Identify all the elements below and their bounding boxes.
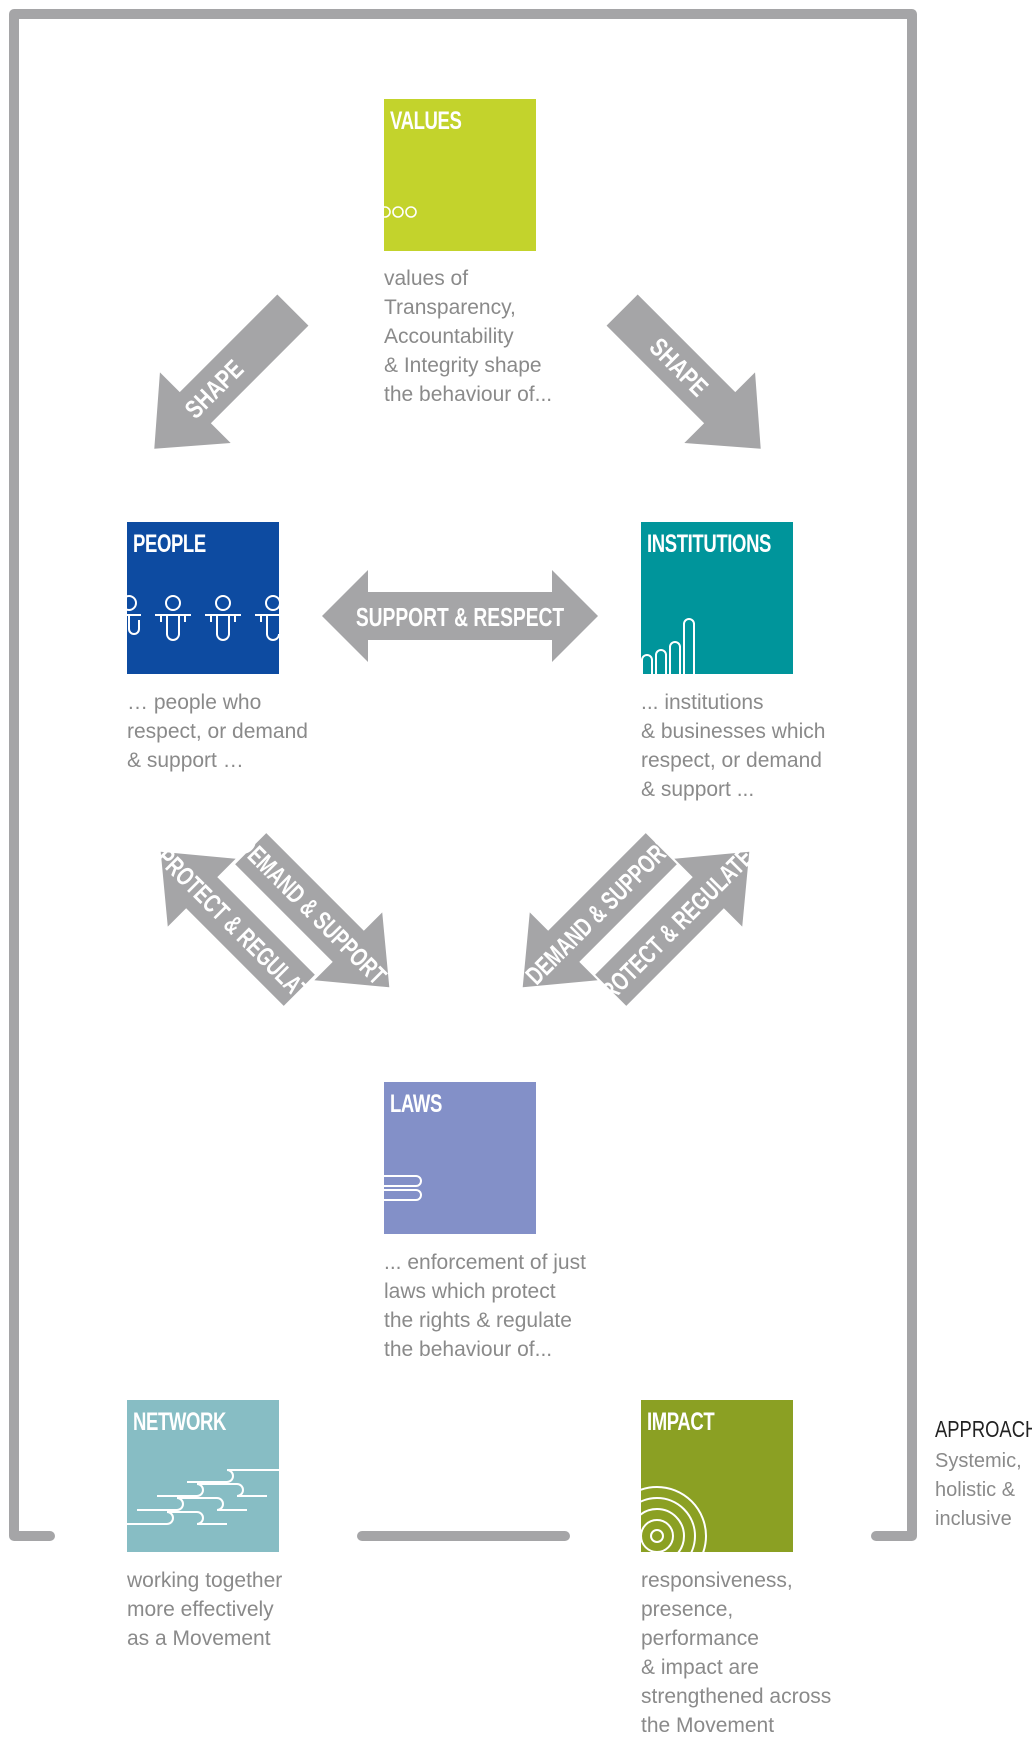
approach-block: APPROACH Systemic, holistic & inclusive (935, 1416, 1032, 1534)
impact-title: IMPACT (647, 1408, 715, 1436)
laws-box: LAWS (384, 1082, 536, 1234)
approach-text: Systemic, holistic & inclusive (935, 1450, 1022, 1530)
values-title: VALUES (390, 107, 462, 135)
network-links-icon (127, 1469, 279, 1525)
shape-arrow-right: SHAPE (606, 294, 761, 449)
shape-arrow-left: SHAPE (154, 294, 309, 449)
institutions-box: INSTITUTIONS (641, 522, 793, 674)
values-box: VALUES (384, 99, 536, 251)
values-description: values of Transparency, Accountability &… (384, 267, 553, 406)
network-title: NETWORK (133, 1408, 226, 1436)
laws-title: LAWS (390, 1090, 442, 1118)
laws-description: ... enforcement of just laws which prote… (384, 1251, 586, 1361)
network-box: NETWORK (127, 1400, 279, 1552)
laws-lines-icon (384, 1175, 422, 1201)
people-figures-icon (127, 595, 279, 641)
people-box: PEOPLE (127, 522, 279, 674)
impact-circles-icon (641, 1486, 707, 1552)
impact-description: responsiveness, presence, performance & … (641, 1569, 832, 1737)
people-title: PEOPLE (133, 530, 206, 558)
impact-box: IMPACT (641, 1400, 793, 1552)
institutions-description: ... institutions & businesses which resp… (641, 691, 826, 801)
approach-title: APPROACH (935, 1416, 1032, 1442)
frame-bracket (9, 9, 917, 1541)
support-respect-label: SUPPORT & RESPECT (356, 602, 564, 632)
values-dots-icon (384, 206, 417, 218)
institutions-title: INSTITUTIONS (647, 530, 772, 558)
people-description: … people who respect, or demand & suppor… (127, 691, 308, 772)
support-respect-arrow: SUPPORT & RESPECT (322, 570, 598, 662)
institutions-bars-icon (641, 618, 695, 674)
network-description: working together more effectively as a M… (127, 1569, 283, 1650)
